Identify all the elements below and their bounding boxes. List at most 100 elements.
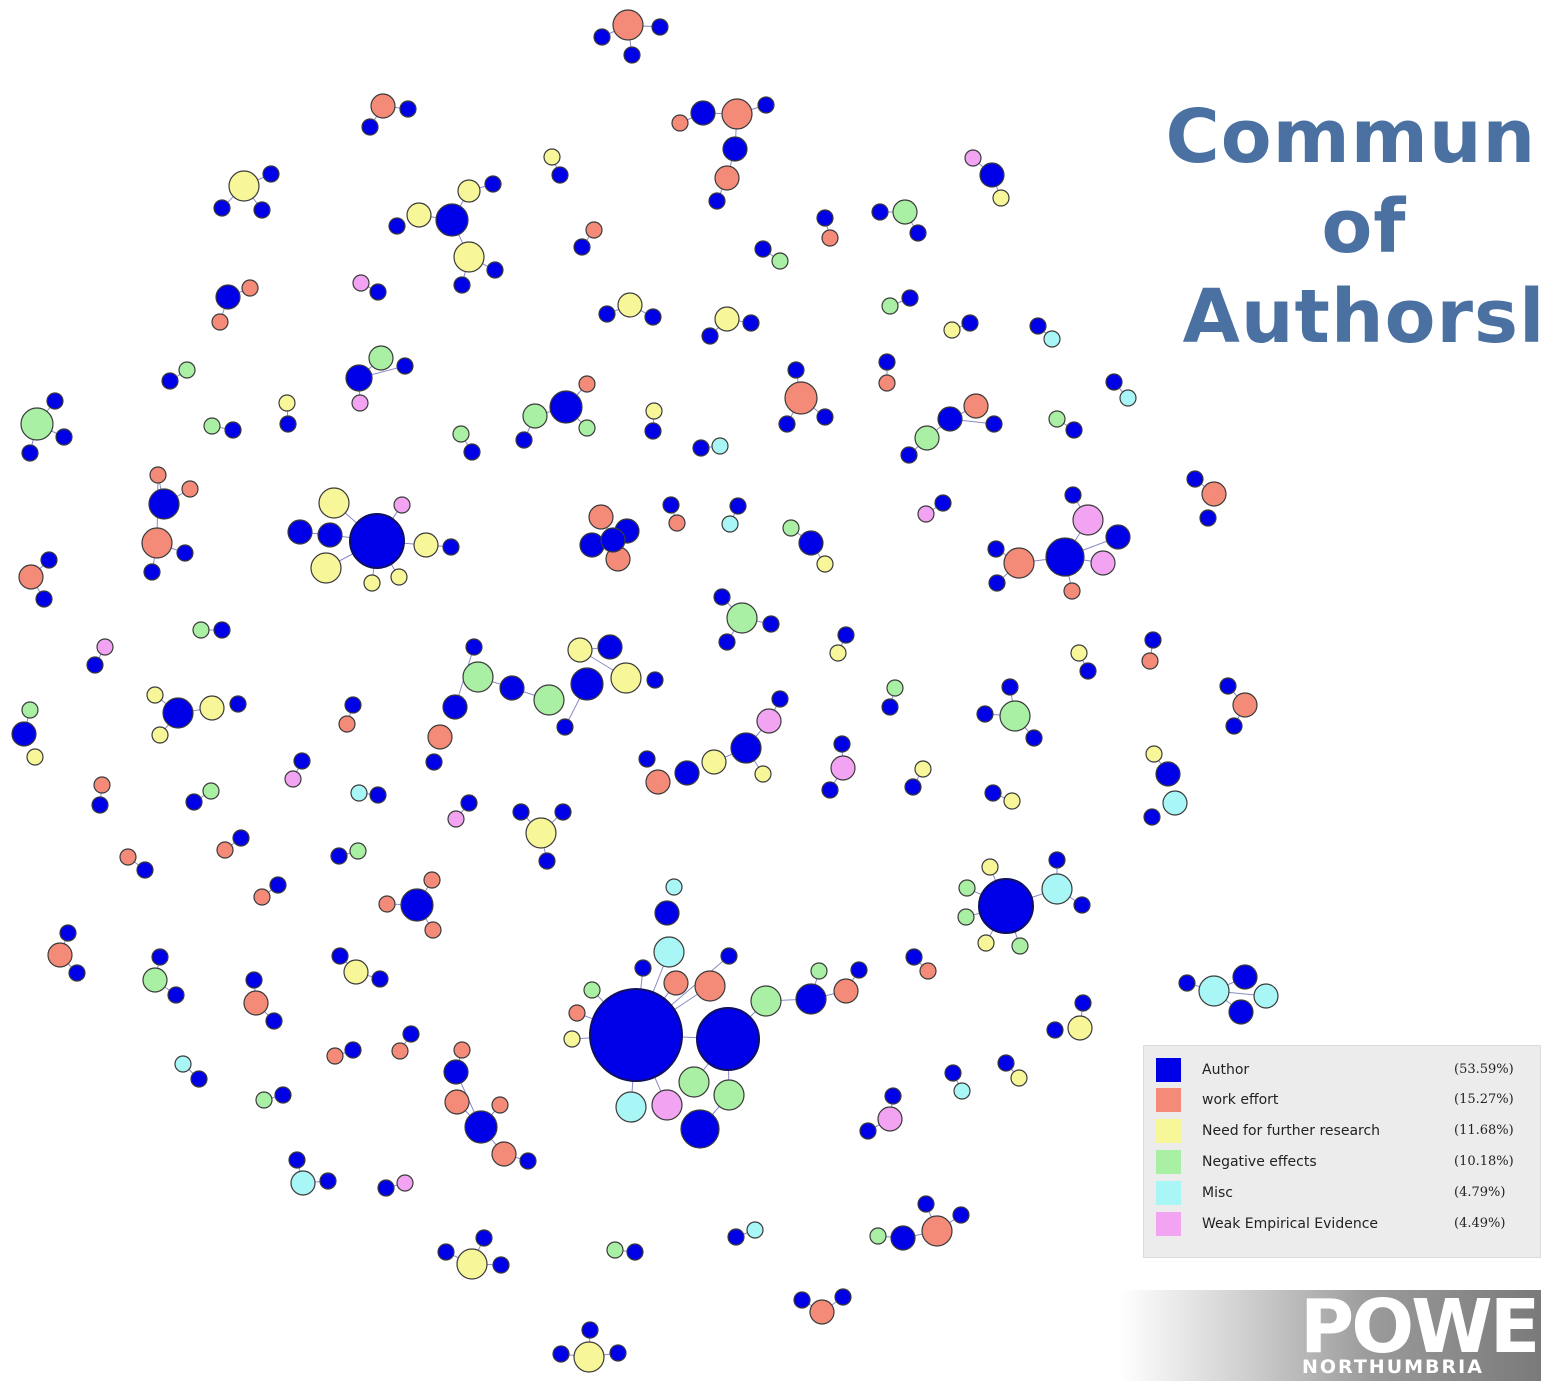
node-negative-effects [678, 1066, 710, 1098]
node-author [515, 431, 533, 449]
node-author [890, 1225, 916, 1251]
node-author [162, 697, 194, 729]
node-author [979, 162, 1005, 188]
node-need-for-further-research [977, 934, 995, 952]
legend-percent: (53.59%) [1454, 1062, 1514, 1077]
node-author [213, 199, 231, 217]
node-author [837, 626, 855, 644]
node-author [369, 283, 387, 301]
node-author [579, 532, 605, 558]
node-author [437, 1243, 455, 1261]
node-author [377, 1179, 395, 1197]
node-author [265, 1012, 283, 1030]
node-author [722, 136, 748, 162]
node-author [952, 1206, 970, 1224]
node-author [1143, 808, 1161, 826]
node-negative-effects [192, 621, 210, 639]
legend-percent: (10.18%) [1454, 1154, 1514, 1169]
node-author [425, 753, 443, 771]
node-work-effort [243, 990, 269, 1016]
node-author [59, 924, 77, 942]
node-negative-effects [578, 419, 596, 437]
node-author [331, 947, 349, 965]
node-work-effort [585, 221, 603, 239]
node-author [1029, 317, 1047, 335]
node-author [460, 794, 478, 812]
node-negative-effects [810, 962, 828, 980]
node-author [909, 224, 927, 242]
node-need-for-further-research [390, 568, 408, 586]
legend: Author (53.59%) work effort (15.27%) Nee… [1143, 1045, 1541, 1258]
node-author [1073, 896, 1091, 914]
node-author [344, 1041, 362, 1059]
node-author [245, 971, 263, 989]
legend-item-author: Author (53.59%) [1156, 1058, 1540, 1082]
node-author [185, 793, 203, 811]
legend-percent: (4.79%) [1454, 1185, 1506, 1200]
node-work-effort [424, 921, 442, 939]
node-need-for-further-research [199, 695, 225, 721]
node-author [345, 364, 373, 392]
node-author [463, 443, 481, 461]
node-author [1186, 470, 1204, 488]
node-author [917, 1195, 935, 1213]
node-author [795, 983, 827, 1015]
node-negative-effects [713, 1079, 745, 1111]
legend-item-misc: Misc (4.79%) [1156, 1181, 1540, 1205]
node-author [623, 46, 641, 64]
node-need-for-further-research [26, 748, 44, 766]
legend-label: Author [1202, 1062, 1250, 1078]
node-author [904, 778, 922, 796]
node-author [538, 852, 556, 870]
node-weak-empirical-evidence [964, 149, 982, 167]
title-line-2: of [1321, 184, 1407, 270]
node-work-effort [588, 504, 614, 530]
node-author [720, 947, 738, 965]
legend-item-need-for-further-research: Need for further research (11.68%) [1156, 1119, 1540, 1143]
node-author [319, 1172, 337, 1190]
node-work-effort [1232, 692, 1258, 718]
node-author [1228, 999, 1254, 1025]
node-author [600, 527, 626, 553]
node-author [148, 488, 180, 520]
node-author [771, 690, 789, 708]
node-author [696, 1007, 760, 1071]
legend-swatch [1156, 1150, 1181, 1174]
title-line-3: Authorsl [1182, 274, 1541, 360]
node-author [167, 986, 185, 1004]
node-author [552, 1345, 570, 1363]
node-author [729, 497, 747, 515]
node-author [1105, 373, 1123, 391]
node-author [690, 100, 716, 126]
node-author [143, 563, 161, 581]
node-author [793, 1291, 811, 1309]
node-author [833, 735, 851, 753]
node-author [1144, 631, 1162, 649]
legend-label: Need for further research [1202, 1123, 1381, 1139]
node-work-effort [216, 841, 234, 859]
node-negative-effects [771, 252, 789, 270]
node-author [905, 948, 923, 966]
node-author [644, 308, 662, 326]
node-work-effort [18, 564, 44, 590]
node-author [634, 959, 652, 977]
node-author [692, 439, 710, 457]
node-author [269, 876, 287, 894]
node-misc [1119, 389, 1137, 407]
node-author [402, 1025, 420, 1043]
node-author [850, 961, 868, 979]
node-author [499, 675, 525, 701]
northumbria-logo: POWER NORTHUMBRIA [1120, 1290, 1541, 1381]
node-author [798, 530, 824, 556]
node-negative-effects [178, 361, 196, 379]
node-work-effort [663, 970, 689, 996]
node-misc [721, 515, 739, 533]
node-author [1199, 509, 1217, 527]
node-weak-empirical-evidence [284, 770, 302, 788]
node-author [556, 718, 574, 736]
node-need-for-further-research [457, 179, 481, 203]
node-author [680, 1109, 720, 1149]
node-negative-effects [606, 1241, 624, 1259]
network-nodes [11, 9, 1279, 1373]
